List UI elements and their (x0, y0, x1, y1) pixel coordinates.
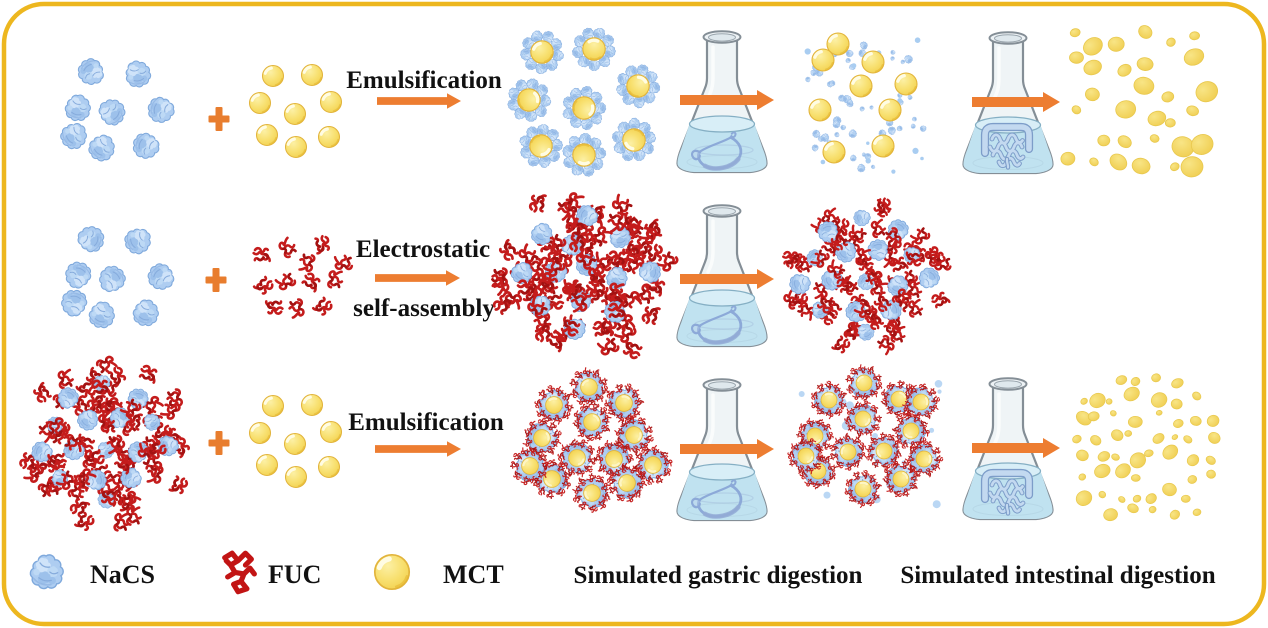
svg-text:Emulsification: Emulsification (346, 67, 502, 94)
svg-text:NaCS: NaCS (90, 560, 155, 589)
svg-text:Emulsification: Emulsification (348, 409, 504, 436)
svg-text:self-assembly: self-assembly (353, 295, 495, 322)
svg-text:Simulated intestinal digestion: Simulated intestinal digestion (900, 562, 1215, 589)
svg-text:Simulated gastric digestion: Simulated gastric digestion (574, 562, 863, 589)
svg-text:FUC: FUC (268, 560, 321, 589)
svg-text:MCT: MCT (443, 560, 504, 589)
svg-text:Electrostatic: Electrostatic (356, 236, 490, 263)
